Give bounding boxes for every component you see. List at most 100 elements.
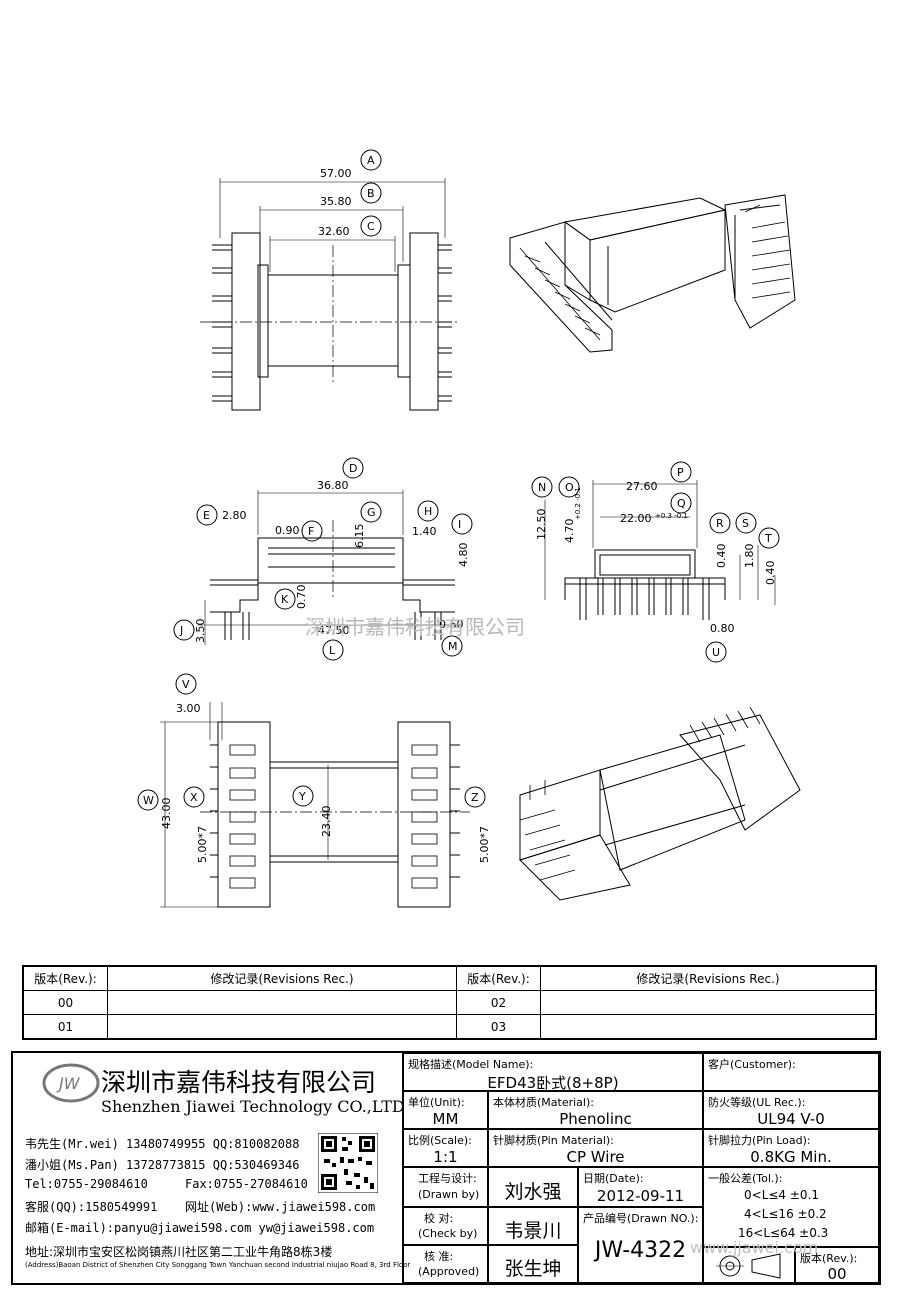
projection-symbol-icon xyxy=(716,1253,781,1279)
customer-label: 客户(Customer): xyxy=(708,1058,796,1071)
dim-23-40: 23.40 xyxy=(320,806,333,838)
dim-3-50: 3.50 xyxy=(194,619,207,644)
company-logo: JW xyxy=(42,1063,100,1103)
check-value-cell: 韦景川 xyxy=(488,1207,578,1245)
contact-email: 邮箱(E-mail):panyu@jiawei598.com yw@jiawei… xyxy=(25,1221,375,1235)
dim-0-90: 0.90 xyxy=(275,524,300,537)
customer-cell: 客户(Customer): xyxy=(703,1053,879,1091)
dim-35-80: 35.80 xyxy=(320,195,352,208)
iso-view-bottom xyxy=(519,706,801,901)
drawing-no-label: 产品编号(Drawn NO.): xyxy=(583,1212,699,1225)
pin-load-label: 针脚拉力(Pin Load): xyxy=(708,1134,811,1147)
material-value: Phenolinc xyxy=(559,1110,632,1128)
logo-text: JW xyxy=(56,1074,81,1093)
iso-view-top xyxy=(509,194,796,353)
label-O: O xyxy=(565,481,574,494)
label-D: D xyxy=(349,462,357,475)
revision-table: 版本(Rev.): 修改记录(Revisions Rec.) 版本(Rev.):… xyxy=(22,965,877,1040)
rev-header-right: 版本(Rev.): xyxy=(456,965,541,991)
unit-label: 单位(Unit): xyxy=(408,1096,465,1109)
dim-5x7-left: 5.00*7 xyxy=(196,826,209,863)
tolerance-3: 16<L≤64 ±0.3 xyxy=(738,1226,829,1240)
approve-label-en: (Approved) xyxy=(418,1265,480,1278)
material-cell: 本体材质(Material): Phenolinc xyxy=(488,1091,703,1129)
drawn-value: 刘水强 xyxy=(504,1181,562,1203)
label-M: M xyxy=(448,640,458,653)
label-I: I xyxy=(458,518,461,531)
rev-rec-cell xyxy=(107,1014,457,1040)
dim-43-00: 43.00 xyxy=(160,798,173,830)
label-W: W xyxy=(143,794,154,807)
tolerance-2: 4<L≤16 ±0.2 xyxy=(744,1207,827,1221)
label-N: N xyxy=(538,481,546,494)
tolerance-label: 一般公差(Tol.): xyxy=(708,1172,783,1185)
label-G: G xyxy=(367,506,376,519)
projection-cell xyxy=(703,1247,795,1283)
drawing-sheet: 57.00 35.80 32.60 A B C 36.80 2.80 0.90 … xyxy=(137,149,801,908)
label-Y: Y xyxy=(298,790,306,803)
approve-label: 核 准: xyxy=(424,1250,454,1263)
check-label-cell: 校 对: (Check by) xyxy=(403,1207,488,1245)
pin-material-value: CP Wire xyxy=(566,1148,625,1166)
label-X: X xyxy=(190,791,198,804)
dim-47-50: 47.50 xyxy=(318,624,350,637)
top-view xyxy=(200,149,460,411)
watermark-url: www.jjawei.com xyxy=(690,1238,819,1257)
side-view xyxy=(531,461,780,663)
pin-load-cell: 针脚拉力(Pin Load): 0.8KG Min. xyxy=(703,1129,879,1167)
label-E: E xyxy=(203,509,210,522)
rev-cell-block: 版本(Rev.): 00 xyxy=(795,1247,879,1283)
label-C: C xyxy=(367,220,375,233)
contact-wei: 韦先生(Mr.wei) 13480749955 QQ:810082088 xyxy=(25,1137,300,1151)
dim-3-00: 3.00 xyxy=(176,702,201,715)
check-label-en: (Check by) xyxy=(418,1227,478,1240)
dim-0-70: 0.70 xyxy=(295,585,308,610)
dim-0-40b: 0.40 xyxy=(764,561,777,586)
bottom-view xyxy=(137,673,486,908)
unit-cell: 单位(Unit): MM xyxy=(403,1091,488,1129)
date-value: 2012-09-11 xyxy=(596,1187,685,1205)
company-name-en: Shenzhen Jiawei Technology CO.,LTD xyxy=(101,1097,405,1116)
dim-0-40a: 0.40 xyxy=(715,544,728,569)
front-view xyxy=(173,457,473,661)
company-panel: JW 深圳市嘉伟科技有限公司 Shenzhen Jiawei Technolog… xyxy=(13,1053,410,1283)
label-L: L xyxy=(329,644,336,657)
rev-rec-header-left: 修改记录(Revisions Rec.) xyxy=(107,965,457,991)
drawn-label-en: (Drawn by) xyxy=(418,1188,480,1201)
dim-5x7-right: 5.00*7 xyxy=(478,826,491,863)
model-value: EFD43卧式(8+8P) xyxy=(487,1074,619,1092)
dim-32-60: 32.60 xyxy=(318,225,350,238)
rev-header-left: 版本(Rev.): xyxy=(22,965,108,991)
dim-12-50: 12.50 xyxy=(535,509,548,541)
drawn-label: 工程与设计: xyxy=(418,1172,477,1185)
ul-cell: 防火等级(UL Rec.): UL94 V-0 xyxy=(703,1091,879,1129)
label-K: K xyxy=(281,593,289,606)
label-U: U xyxy=(712,646,720,659)
dim-6-15: 6.15 xyxy=(353,524,366,549)
unit-value: MM xyxy=(432,1110,459,1128)
scale-label: 比例(Scale): xyxy=(408,1134,472,1147)
material-label: 本体材质(Material): xyxy=(493,1096,594,1109)
label-J: J xyxy=(179,624,183,637)
dim-4-70: 4.70 xyxy=(563,519,576,544)
rev-rec-header-right: 修改记录(Revisions Rec.) xyxy=(540,965,877,991)
dim-22-00: 22.00 xyxy=(620,512,652,525)
rev-cell: 00 xyxy=(22,990,108,1015)
rev-label: 版本(Rev.): xyxy=(800,1252,858,1265)
tolerance-cell: 一般公差(Tol.): 0<L≤4 ±0.1 4<L≤16 ±0.2 16<L≤… xyxy=(703,1167,879,1247)
title-block: JW 深圳市嘉伟科技有限公司 Shenzhen Jiawei Technolog… xyxy=(11,1051,881,1285)
approve-value: 张生坤 xyxy=(504,1258,562,1280)
model-label: 规格描述(Model Name): xyxy=(408,1058,534,1071)
label-R: R xyxy=(716,517,724,530)
drawing-no-cell: 产品编号(Drawn NO.): JW-4322 xyxy=(578,1207,703,1283)
dim-4-70-tol: +0.2 -0.1 xyxy=(574,487,582,520)
rev-value: 00 xyxy=(827,1265,847,1283)
qr-code xyxy=(318,1133,378,1193)
rev-cell: 01 xyxy=(22,1014,108,1040)
dim-1-40: 1.40 xyxy=(412,525,437,538)
drawn-label-cell: 工程与设计: (Drawn by) xyxy=(403,1167,488,1207)
ul-label: 防火等级(UL Rec.): xyxy=(708,1096,806,1109)
date-cell: 日期(Date): 2012-09-11 xyxy=(578,1167,703,1207)
label-V: V xyxy=(182,678,190,691)
label-H: H xyxy=(424,505,432,518)
